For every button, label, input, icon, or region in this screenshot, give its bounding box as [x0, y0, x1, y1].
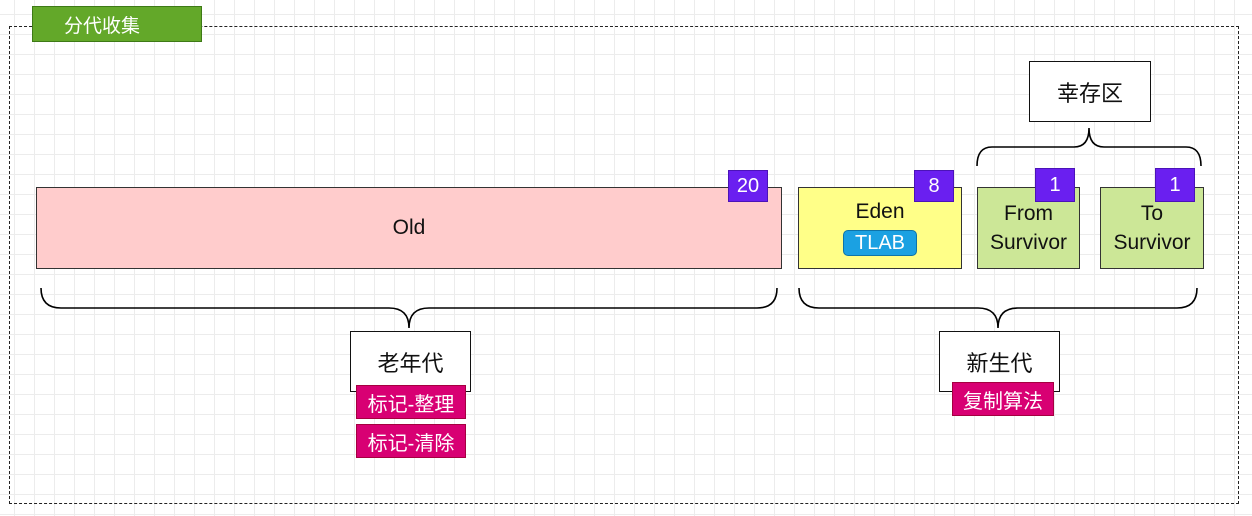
- to-survivor-label-line2: Survivor: [1113, 231, 1191, 254]
- old-generation-label: 老年代: [350, 331, 471, 392]
- tlab-badge: TLAB: [843, 230, 917, 256]
- young-generation-label: 新生代: [939, 331, 1060, 392]
- young-algorithm-tag-copying: 复制算法: [952, 382, 1054, 416]
- old-generation-brace: [40, 287, 778, 329]
- to-survivor-label-line1: To: [1140, 202, 1164, 225]
- from-survivor-label-line2: Survivor: [989, 231, 1068, 254]
- survivor-space-label: 幸存区: [1029, 61, 1151, 122]
- old-algorithm-tag-mark-compact: 标记-整理: [356, 385, 466, 419]
- from-survivor-label-line1: From: [1004, 202, 1053, 225]
- old-size-badge: 20: [728, 170, 768, 202]
- young-generation-brace: [798, 287, 1198, 329]
- eden-size-badge: 8: [914, 170, 954, 202]
- from-survivor-size-badge: 1: [1035, 168, 1075, 202]
- survivor-brace: [976, 127, 1202, 167]
- diagram-frame: [9, 26, 1239, 504]
- old-algorithm-tag-mark-sweep: 标记-清除: [356, 424, 466, 458]
- old-label: Old: [392, 216, 426, 239]
- diagram-title: 分代收集: [32, 6, 202, 42]
- to-survivor-size-badge: 1: [1155, 168, 1195, 202]
- old-region: Old: [36, 187, 782, 269]
- eden-label: Eden: [855, 200, 905, 223]
